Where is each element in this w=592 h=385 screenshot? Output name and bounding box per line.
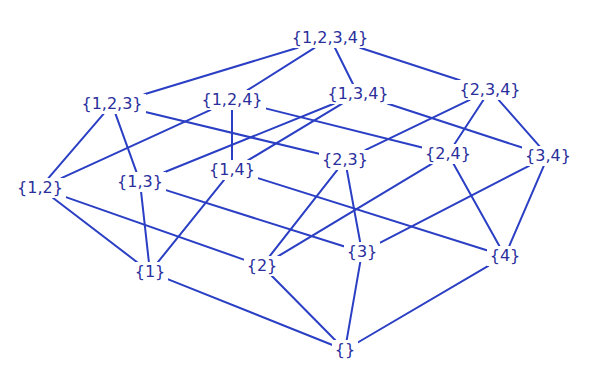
hasse-edge (347, 262, 361, 340)
hasse-edge (61, 110, 210, 178)
hasse-edge (258, 178, 487, 250)
set-label: {3} (347, 243, 378, 261)
set-label: {1,2} (17, 179, 63, 197)
hasse-edge (141, 192, 149, 262)
hasse-edge (247, 48, 314, 90)
set-label: {2,3,4} (459, 81, 520, 99)
set-vertex: {} (332, 340, 358, 360)
hasse-edge (335, 48, 353, 84)
hasse-edge (266, 108, 423, 147)
set-vertex: {3} (344, 242, 381, 262)
set-vertex: {2,4} (422, 144, 474, 164)
hasse-edge (144, 48, 297, 94)
set-label: {1,3,4} (327, 85, 388, 103)
set-label: {} (335, 341, 355, 359)
hasse-edge (499, 100, 540, 146)
hasse-edge (380, 166, 529, 243)
set-vertex: {1,3} (114, 172, 166, 192)
hasse-edge (347, 170, 360, 242)
hasse-edge (272, 276, 336, 340)
hasse-edge (365, 100, 469, 150)
set-vertex: {1,2,4} (198, 90, 265, 110)
set-label: {1,2,3} (81, 95, 142, 113)
hasse-edge (358, 266, 488, 342)
set-vertex: {2,3} (319, 150, 371, 170)
set-vertex: {1,4} (206, 160, 258, 180)
set-label: {3,4} (525, 147, 571, 165)
set-vertex: {2} (244, 256, 281, 276)
hasse-edge (388, 104, 522, 148)
set-vertex: {1,2,3,4} (289, 28, 371, 48)
hasse-edge (231, 110, 233, 160)
set-vertex: {1} (132, 262, 169, 282)
hasse-edge (454, 100, 483, 144)
hasse-edge (48, 114, 103, 178)
set-vertex: {1,3,4} (324, 84, 391, 104)
set-label: {1,3} (117, 173, 163, 191)
hasse-edge (270, 170, 338, 256)
hasse-edge (116, 114, 137, 172)
set-label: {4} (490, 247, 521, 265)
set-label: {1} (135, 263, 166, 281)
hasse-edge (509, 166, 544, 246)
set-vertex: {1,2} (14, 178, 66, 198)
set-label: {1,2,3,4} (292, 29, 368, 47)
set-vertex: {2,3,4} (456, 80, 523, 100)
set-vertex: {4} (487, 246, 524, 266)
hasse-edge (360, 48, 460, 80)
hasse-edge (158, 180, 224, 262)
set-label: {1,2,4} (201, 91, 262, 109)
set-label: {2,3} (322, 151, 368, 169)
set-label: {2,4} (425, 145, 471, 163)
set-label: {2} (247, 257, 278, 275)
set-vertex: {3,4} (522, 146, 574, 166)
set-label: {1,4} (209, 161, 255, 179)
set-vertex: {1,2,3} (78, 94, 145, 114)
hasse-edge (453, 164, 499, 246)
